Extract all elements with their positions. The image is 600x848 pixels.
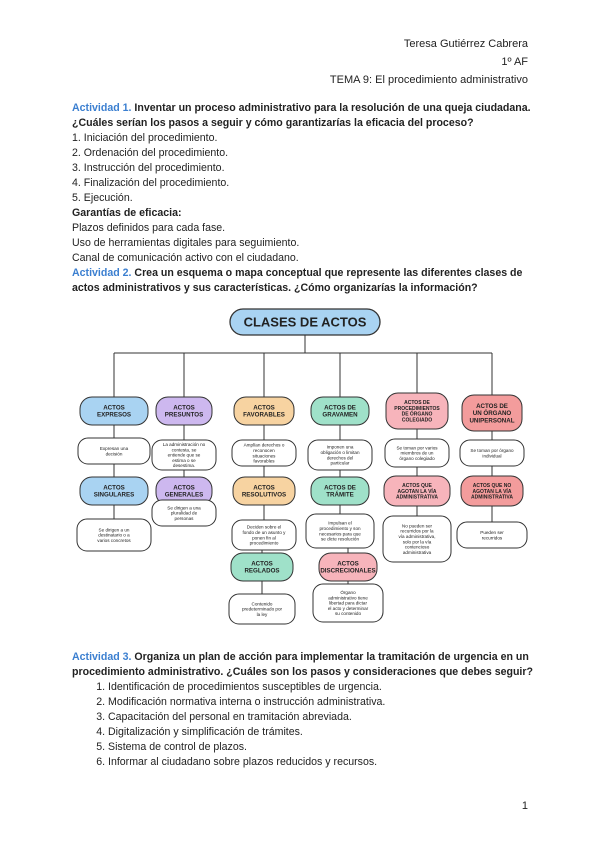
header-topic: TEMA 9: El procedimiento administrativo: [329, 74, 528, 86]
activity-3-step: Capacitación del personal en tramitación…: [108, 710, 528, 725]
guarantees-title: Garantías de eficacia:: [72, 207, 182, 219]
activity-3-step: Identificación de procedimientos suscept…: [108, 680, 528, 695]
activity-2-question: Crea un esquema o mapa conceptual que re…: [131, 267, 523, 279]
activity-1-label: Actividad 1.: [72, 102, 132, 114]
activity-2-question-cont: actos administrativos y sus característi…: [72, 282, 478, 294]
activity-3-step: Informar al ciudadano sobre plazos reduc…: [108, 755, 528, 770]
activity-3-step: Digitalización y simplificación de trámi…: [108, 725, 528, 740]
page-number: 1: [521, 800, 528, 812]
guarantee-item: Uso de herramientas digitales para segui…: [72, 237, 300, 249]
guarantee-item: Canal de comunicación activo con el ciud…: [72, 252, 299, 264]
activity-1-step: 3. Instrucción del procedimiento.: [72, 162, 225, 174]
activity-1: Actividad 1. Inventar un proceso adminis…: [72, 101, 531, 296]
root-node: CLASES DE ACTOS: [229, 308, 381, 336]
header-author: Teresa Gutiérrez Cabrera: [403, 38, 528, 50]
activity-3: Actividad 3. Organiza un plan de acción …: [72, 650, 533, 770]
activity-1-step: 5. Ejecución.: [72, 192, 133, 204]
activity-3-step: Modificación normativa interna o instruc…: [108, 695, 528, 710]
activity-3-step: Sistema de control de plazos.: [108, 740, 528, 755]
activity-2-label: Actividad 2.: [72, 267, 132, 279]
activity-1-step: 2. Ordenación del procedimiento.: [72, 147, 229, 159]
activity-3-label: Actividad 3.: [72, 651, 132, 663]
activity-3-question: Organiza un plan de acción para implemen…: [131, 651, 529, 663]
node-text: CLASES DE ACTOS: [244, 315, 367, 330]
activity-1-step: 4. Finalización del procedimiento.: [72, 177, 230, 189]
guarantee-item: Plazos definidos para cada fase.: [72, 222, 226, 234]
header-course: 1º AF: [501, 56, 528, 68]
activity-1-question: Inventar un proceso administrativo para …: [131, 102, 531, 114]
activity-1-question-cont: ¿Cuáles serían los pasos a seguir y cómo…: [72, 117, 474, 129]
activity-3-steps: Identificación de procedimientos suscept…: [72, 680, 528, 770]
activity-1-step: 1. Iniciación del procedimiento.: [72, 132, 218, 144]
activity-3-question-cont: procedimiento administrativo. ¿Cuáles so…: [72, 666, 533, 678]
